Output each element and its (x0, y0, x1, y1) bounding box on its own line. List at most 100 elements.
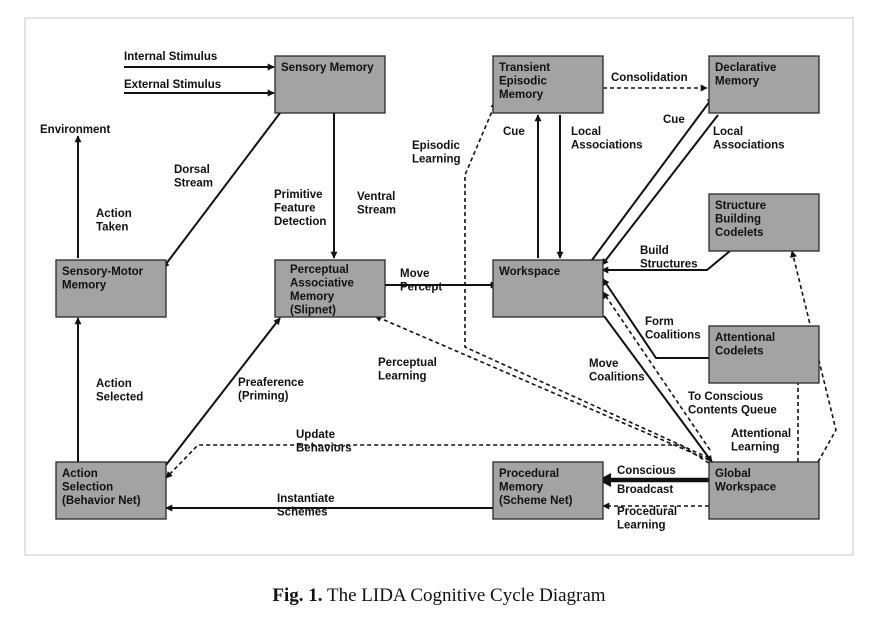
label-line: Action (96, 378, 132, 390)
label-line: Episodic (499, 76, 548, 88)
label-line: Action (62, 468, 98, 480)
label-line: Consolidation (611, 72, 688, 84)
label-line: Attentional (731, 428, 791, 440)
label-line: Feature (274, 203, 316, 215)
label-line: Perceptual (290, 264, 349, 276)
label-line: Memory (62, 280, 107, 292)
cue-episodic-label: Cue (503, 126, 525, 138)
figure-caption: Fig. 1. The LIDA Cognitive Cycle Diagram (272, 585, 605, 606)
label-line: Declarative (715, 62, 776, 74)
internal-stimulus-label: Internal Stimulus (124, 51, 217, 63)
label-line: Percept (400, 282, 442, 294)
preaference-arrow (165, 317, 281, 466)
dorsal-stream-arrow (162, 112, 281, 269)
form-coalitions-arrow (602, 278, 709, 359)
label-line: Memory (290, 291, 335, 303)
label-line: Procedural (617, 506, 677, 518)
label-line: Internal Stimulus (124, 51, 217, 63)
label-line: Learning (731, 442, 780, 454)
label-line: Sensory-Motor (62, 266, 144, 278)
cue-declarative-label: Cue (663, 114, 685, 126)
label-line: Instantiate (277, 493, 335, 505)
label-line: Memory (499, 89, 544, 101)
label-line: Move (400, 268, 429, 280)
label-line: Stream (357, 205, 396, 217)
sensory-memory-label: Sensory Memory (281, 62, 374, 74)
label-line: Learning (412, 154, 461, 166)
label-line: Broadcast (617, 484, 673, 496)
label-line: Selected (96, 392, 143, 404)
cue-declarative-arrow (591, 96, 714, 261)
label-line: Codelets (715, 346, 764, 358)
local-assoc-declarative-arrow (601, 114, 719, 266)
perceptual-learning-arrow (374, 315, 710, 461)
label-line: To Conscious (688, 391, 763, 403)
environment-label: Environment (40, 124, 110, 136)
label-line: Codelets (715, 227, 764, 239)
sensory-memory-box: Sensory Memory (274, 55, 386, 114)
caption-text: The LIDA Cognitive Cycle Diagram (327, 585, 606, 606)
move-coalitions-arrow (603, 315, 713, 463)
label-line: Conscious (617, 465, 676, 477)
label-line: (Scheme Net) (499, 495, 573, 507)
conscious-broadcast-head (598, 473, 611, 487)
label-line: Perceptual (378, 357, 437, 369)
label-line: Workspace (499, 266, 560, 278)
consolidation-label: Consolidation (611, 72, 688, 84)
label-line: Update (296, 429, 335, 441)
label-line: Primitive (274, 189, 323, 201)
label-line: Building (715, 214, 761, 226)
label-line: Schemes (277, 507, 328, 519)
label-line: Procedural (499, 468, 559, 480)
label-line: Memory (499, 482, 544, 494)
conscious-label: Conscious (617, 465, 676, 477)
label-line: Global (715, 468, 751, 480)
build-structures-arrow (601, 250, 731, 274)
broadcast-label: Broadcast (617, 484, 673, 496)
label-line: Sensory Memory (281, 62, 374, 74)
label-line: (Slipnet) (290, 305, 336, 317)
workspace-label: Workspace (499, 266, 560, 278)
label-line: Stream (174, 178, 213, 190)
label-line: Behaviors (296, 443, 352, 455)
label-line: Learning (378, 371, 427, 383)
workspace-box: Workspace (492, 259, 604, 318)
preaference-label: Preaference(Priming) (238, 377, 304, 403)
label-line: Build (640, 245, 669, 257)
label-line: Coalitions (645, 330, 701, 342)
label-line: Form (645, 316, 674, 328)
label-line: Structures (640, 259, 698, 271)
arrows (74, 63, 837, 512)
external-stimulus-label: External Stimulus (124, 79, 221, 91)
label-line: (Behavior Net) (62, 495, 141, 507)
label-line: Attentional (715, 332, 775, 344)
